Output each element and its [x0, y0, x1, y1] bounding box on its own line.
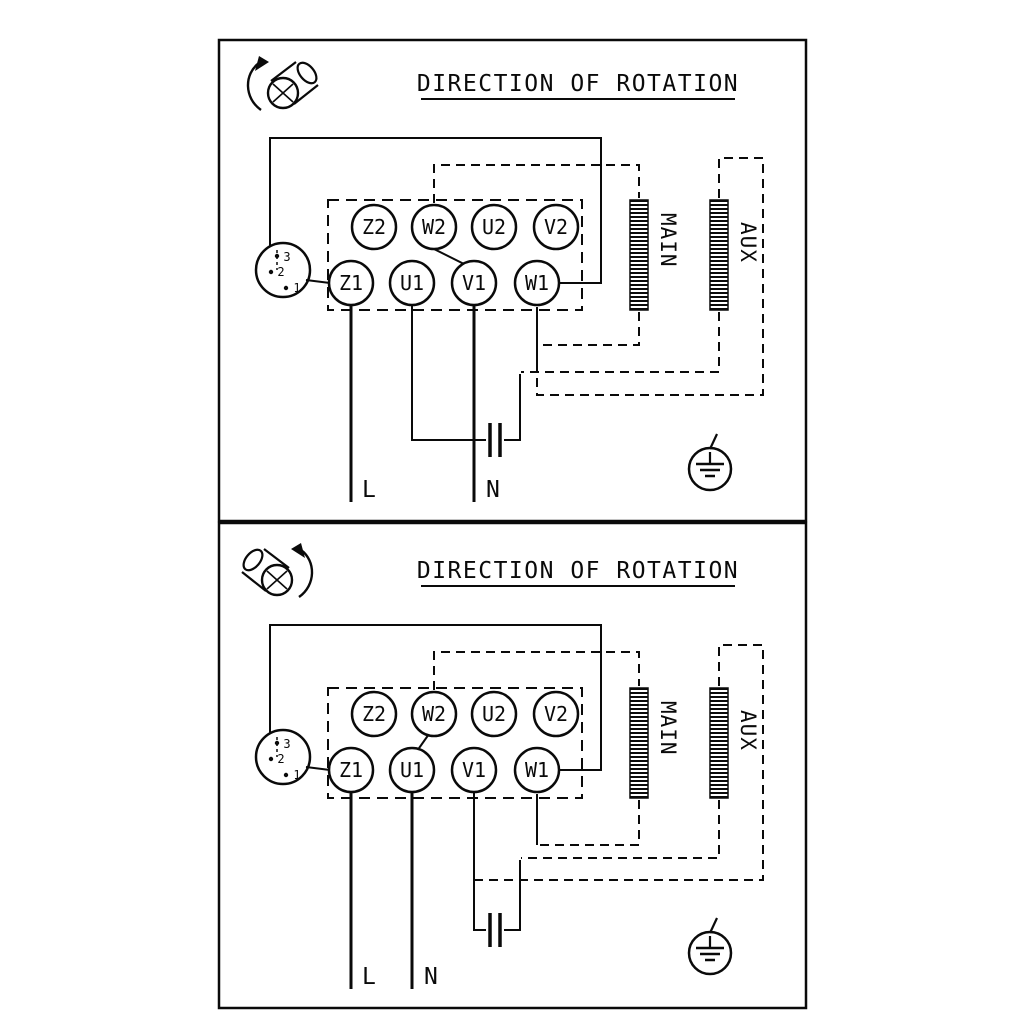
terminal-z1: Z1 [327, 746, 375, 794]
terminal-u1-label: U1 [400, 271, 424, 295]
position-selector: 3 2 1 [254, 241, 331, 299]
terminal-z2: Z2 [350, 203, 398, 251]
earth-ground-icon [687, 916, 733, 976]
terminal-v1-label: V1 [462, 271, 486, 295]
wire-w2-main-top [433, 164, 640, 203]
selector-pos-2: 2 [277, 265, 284, 279]
aux-winding [709, 199, 729, 311]
selector-pos-2: 2 [277, 752, 284, 766]
panel-border [217, 38, 808, 523]
terminal-w2: W2 [410, 690, 458, 738]
main-winding [629, 687, 649, 799]
supply-line-label: L [362, 964, 376, 990]
supply-line-label: L [362, 477, 376, 503]
wire-capacitor-aux [504, 860, 521, 931]
terminal-block [327, 687, 583, 799]
wire-aux-top-loop [536, 157, 764, 396]
terminal-w1-label: W1 [525, 758, 549, 782]
terminal-v1: V1 [450, 746, 498, 794]
wire-v1-capacitor [473, 792, 486, 931]
terminal-v2-label: V2 [544, 215, 568, 239]
terminal-w2: W2 [410, 203, 458, 251]
selector-pos-1: 1 [293, 768, 300, 782]
rotation-direction-icon [246, 54, 322, 112]
terminal-block [327, 199, 583, 311]
selector-pos-1: 1 [293, 281, 300, 295]
terminal-z2: Z2 [350, 690, 398, 738]
terminal-z2-label: Z2 [362, 215, 386, 239]
aux-winding-label: AUX [736, 222, 760, 263]
terminal-w2-label: W2 [422, 215, 446, 239]
wire-capacitor-aux [504, 374, 521, 441]
wire-w2-main-top [433, 651, 640, 690]
terminal-z1-label: Z1 [339, 758, 363, 782]
wire-aux-bottom-capacitor [521, 312, 720, 373]
terminal-u2: U2 [470, 203, 518, 251]
selector-pos-3: 3 [283, 250, 290, 264]
rotation-direction-icon [238, 541, 314, 599]
main-winding-label: MAIN [656, 213, 680, 268]
terminal-w1: W1 [513, 746, 561, 794]
earth-ground-icon [687, 432, 733, 492]
terminal-u1: U1 [388, 746, 436, 794]
wire-main-bottom-w1 [538, 800, 640, 846]
terminal-v2: V2 [532, 203, 580, 251]
wire-main-bottom-w1 [538, 312, 640, 346]
supply-neutral-label: N [486, 477, 500, 503]
terminal-u2-label: U2 [482, 702, 506, 726]
terminal-w2-label: W2 [422, 702, 446, 726]
terminal-u1-label: U1 [400, 758, 424, 782]
panel-top: DIRECTION OF ROTATION Z2 W2 U2 [217, 38, 808, 523]
terminal-u2: U2 [470, 690, 518, 738]
main-winding [629, 199, 649, 311]
aux-winding-label: AUX [736, 710, 760, 751]
terminal-z2-label: Z2 [362, 702, 386, 726]
wire-w1-selector-loop [269, 624, 602, 771]
terminal-u2-label: U2 [482, 215, 506, 239]
supply-neutral-label: N [424, 964, 438, 990]
aux-winding [709, 687, 729, 799]
panel-border [217, 521, 808, 1010]
panel-title: DIRECTION OF ROTATION [417, 71, 739, 97]
terminal-v2: V2 [532, 690, 580, 738]
wire-u1-capacitor [411, 305, 486, 441]
wire-aux-bottom-capacitor [521, 800, 720, 859]
main-winding-label: MAIN [656, 701, 680, 756]
panel-title: DIRECTION OF ROTATION [417, 558, 739, 584]
terminal-v2-label: V2 [544, 702, 568, 726]
selector-pos-3: 3 [283, 737, 290, 751]
terminal-z1-label: Z1 [339, 271, 363, 295]
terminal-w1-label: W1 [525, 271, 549, 295]
panel-bottom: DIRECTION OF ROTATION Z2 W2 U2 [217, 521, 808, 1010]
terminal-z1: Z1 [327, 259, 375, 307]
position-selector: 3 2 1 [254, 728, 331, 786]
terminal-v1: V1 [450, 259, 498, 307]
terminal-w1: W1 [513, 259, 561, 307]
wire-w1-selector-loop [269, 137, 602, 284]
terminal-v1-label: V1 [462, 758, 486, 782]
terminal-u1: U1 [388, 259, 436, 307]
